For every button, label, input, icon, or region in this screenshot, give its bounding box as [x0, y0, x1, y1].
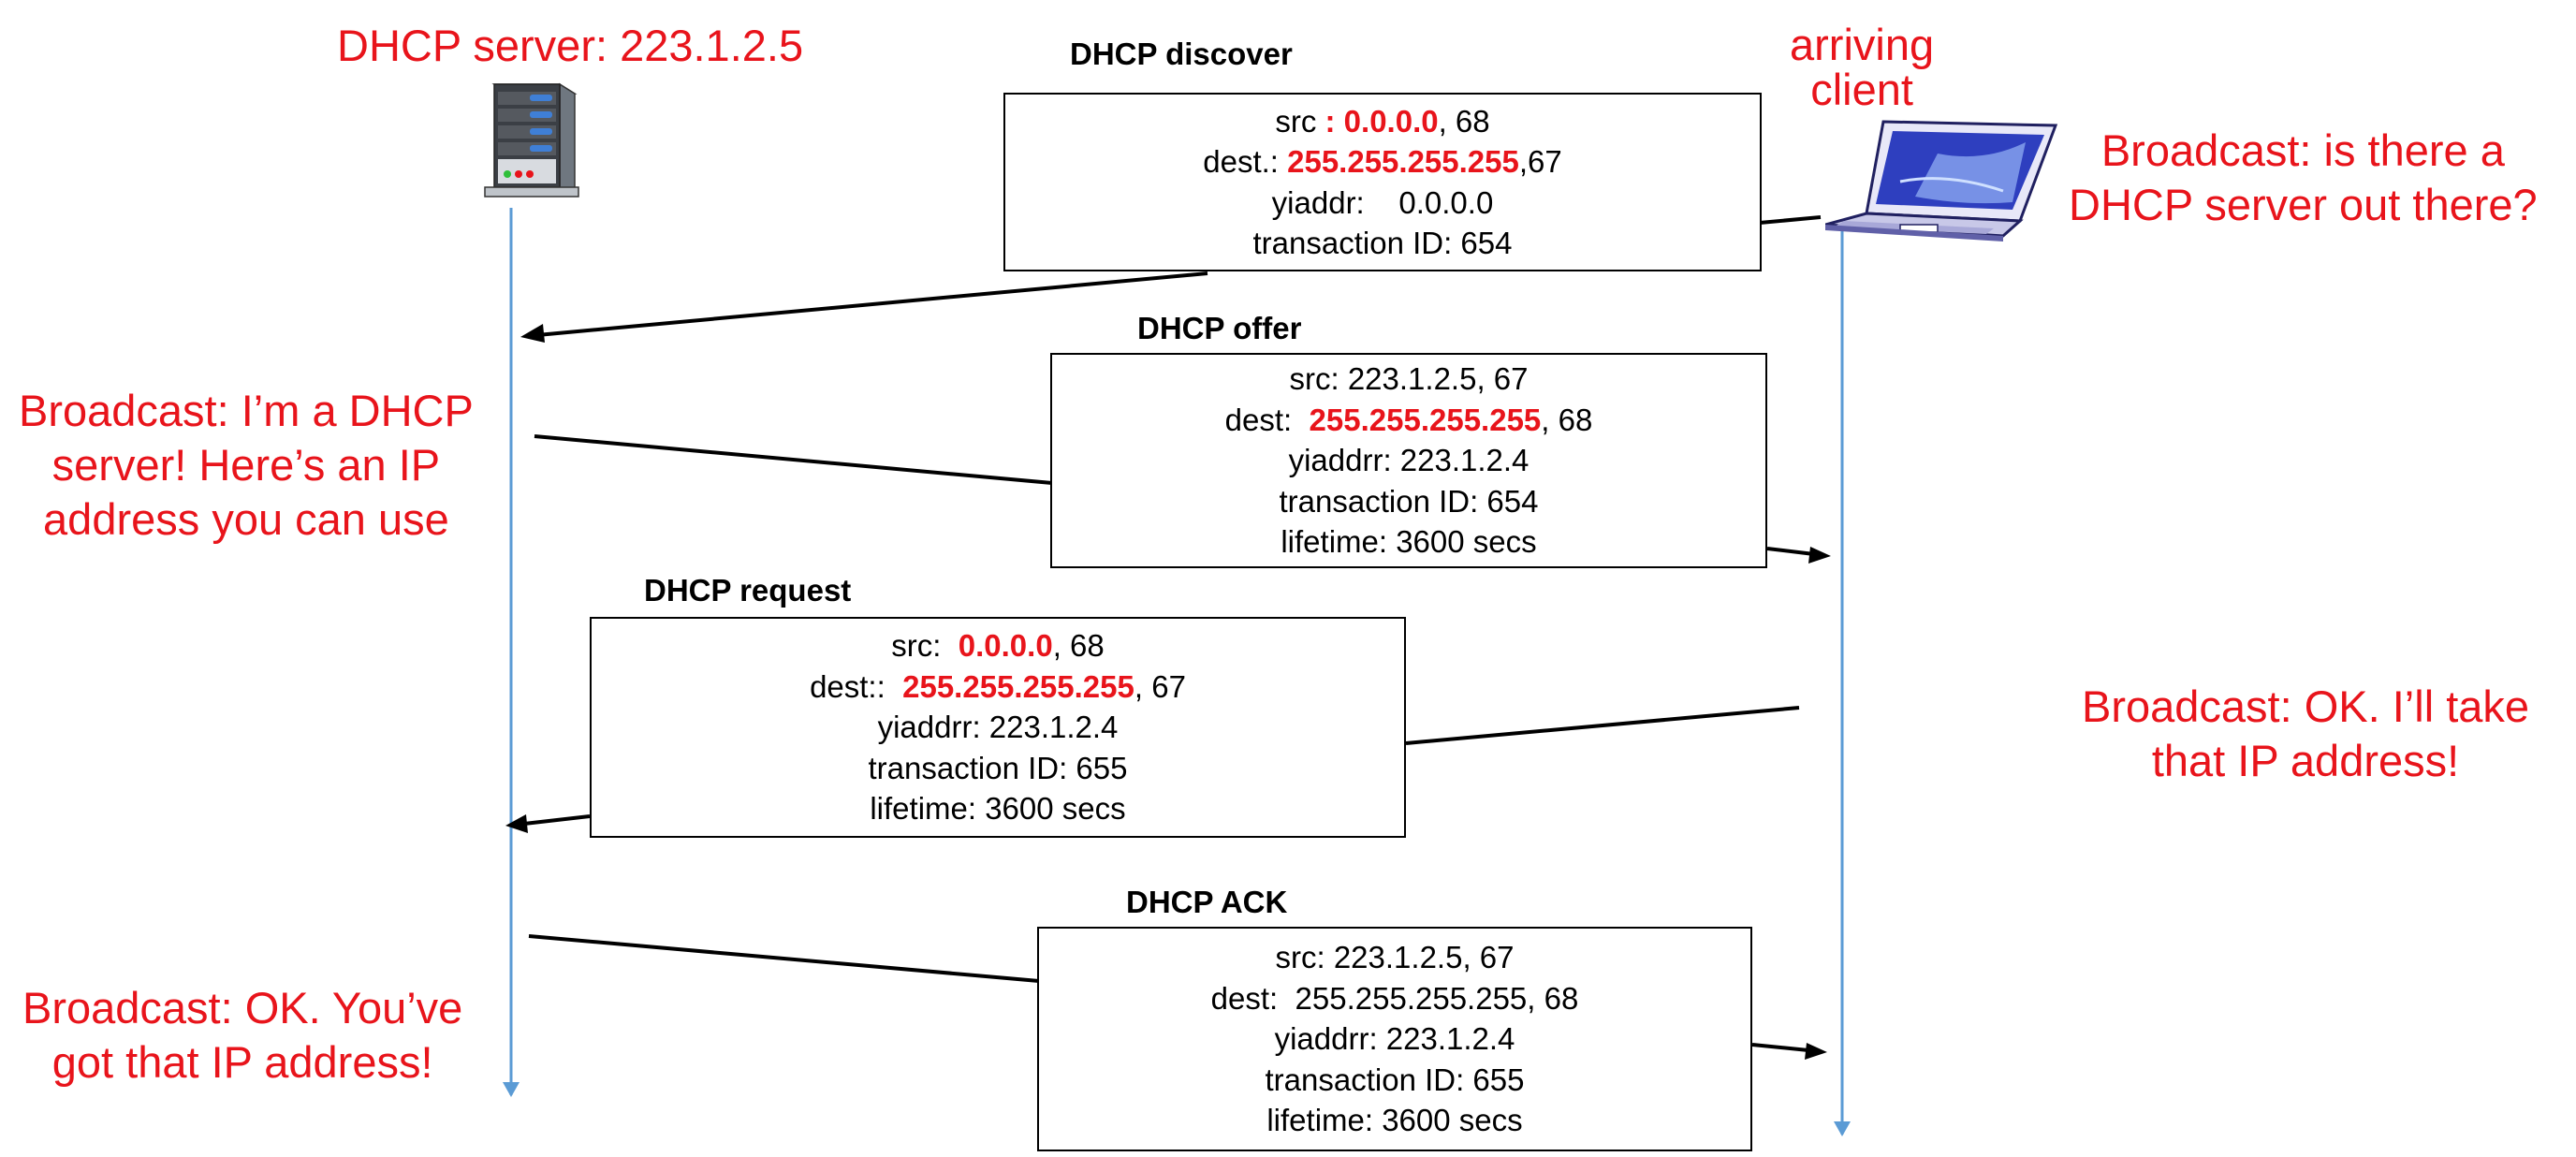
offer-line-client-segment — [1766, 547, 1815, 556]
offer-title: DHCP offer — [1137, 311, 1302, 345]
message-field-line: src : 0.0.0.0, 68 — [1275, 101, 1489, 142]
annotation-line: server! Here’s an IP — [51, 440, 441, 490]
message-field-text: src: 223.1.2.5, 67 — [1275, 940, 1515, 975]
message-field-line: yiaddr: 0.0.0.0 — [1272, 183, 1494, 224]
client-label-line: arriving — [1790, 20, 1935, 69]
message-field-text: lifetime: 3600 secs — [870, 791, 1126, 827]
client-timeline-arrowhead — [1834, 1121, 1851, 1136]
message-field-line: lifetime: 3600 secs — [1281, 521, 1536, 563]
message-field-line: dest.: 255.255.255.255,67 — [1203, 141, 1562, 183]
message-field-line: yiaddrr: 223.1.2.4 — [878, 707, 1119, 748]
message-field-text: src — [1275, 103, 1325, 139]
message-field-text: transaction ID: 654 — [1252, 226, 1513, 260]
message-field-text: dest: 255.255.255.255, 68 — [1210, 980, 1579, 1016]
message-field-text: yiaddrr: 223.1.2.4 — [1274, 1021, 1515, 1057]
broadcast-address-highlight: 255.255.255.255 — [1309, 402, 1542, 437]
message-field-line: dest: 255.255.255.255, 68 — [1211, 978, 1579, 1019]
server-timeline-arrowhead — [503, 1082, 520, 1097]
message-field-text: yiaddrr: 223.1.2.4 — [877, 710, 1119, 745]
broadcast-address-highlight: 255.255.255.255 — [902, 668, 1134, 704]
laptop-icon — [1825, 120, 2058, 242]
discover-line-server-segment — [536, 271, 1208, 337]
message-field-text: yiaddrr: 223.1.2.4 — [1288, 443, 1530, 478]
ack-arrowhead — [1805, 1043, 1827, 1060]
broadcast-address-highlight: : 0.0.0.0 — [1325, 103, 1439, 139]
server-label: DHCP server: 223.1.2.5 — [337, 21, 804, 70]
message-field-text: , 68 — [1438, 103, 1490, 139]
message-field-line: yiaddrr: 223.1.2.4 — [1275, 1018, 1515, 1060]
message-field-text: yiaddr: 0.0.0.0 — [1271, 184, 1494, 220]
message-field-text: src: — [891, 628, 959, 664]
annotation-line: DHCP server out there? — [2069, 180, 2538, 229]
message-field-text: , 67 — [1134, 668, 1186, 704]
message-field-text: transaction ID: 655 — [1265, 1062, 1525, 1097]
ack-line-server-segment — [528, 934, 1040, 983]
message-field-line: dest: 255.255.255.255, 68 — [1225, 400, 1593, 441]
message-field-text: dest: — [1224, 402, 1310, 437]
request-arrowhead — [505, 814, 528, 833]
request-line-client-segment — [1405, 706, 1800, 745]
message-field-line: src: 0.0.0.0, 68 — [891, 625, 1104, 666]
discover-line-client-segment — [1759, 215, 1822, 225]
annotation-line: Broadcast: I’m a DHCP — [19, 386, 474, 435]
message-field-text: , 68 — [1052, 628, 1105, 664]
offer-line-server-segment — [534, 434, 1053, 485]
offer-arrowhead — [1808, 547, 1831, 564]
request-annotation: Broadcast: OK. I’ll take that IP address… — [2082, 680, 2529, 788]
message-field-line: transaction ID: 654 — [1280, 481, 1539, 522]
message-field-line: transaction ID: 655 — [1266, 1060, 1525, 1101]
message-field-line: src: 223.1.2.5, 67 — [1290, 359, 1529, 400]
message-field-line: yiaddrr: 223.1.2.4 — [1289, 440, 1530, 481]
message-field-text: dest:: — [810, 668, 903, 704]
message-field-line: lifetime: 3600 secs — [870, 788, 1125, 829]
message-field-text: , 68 — [1541, 402, 1593, 437]
ack-title: DHCP ACK — [1126, 885, 1288, 919]
client-label-line: client — [1810, 65, 1913, 114]
request-line-server-segment — [523, 814, 591, 826]
message-field-text: src: 223.1.2.5, 67 — [1289, 361, 1529, 397]
message-field-text: dest.: — [1203, 144, 1288, 179]
annotation-line: that IP address! — [2151, 736, 2460, 785]
annotation-line: Broadcast: OK. I’ll take — [2082, 681, 2530, 731]
message-field-text: transaction ID: 654 — [1279, 483, 1539, 519]
message-field-line: src: 223.1.2.5, 67 — [1276, 937, 1515, 978]
discover-arrowhead — [520, 324, 545, 343]
ack-line-client-segment — [1751, 1043, 1809, 1052]
message-field-text: lifetime: 3600 secs — [1266, 1103, 1523, 1138]
broadcast-address-highlight: 0.0.0.0 — [958, 628, 1053, 664]
discover-title: DHCP discover — [1070, 37, 1293, 71]
message-field-line: lifetime: 3600 secs — [1266, 1100, 1522, 1141]
message-field-line: transaction ID: 655 — [869, 748, 1128, 789]
message-field-text: lifetime: 3600 secs — [1281, 524, 1537, 560]
client-label: arriving client — [1790, 22, 1934, 112]
request-title: DHCP request — [644, 573, 852, 608]
message-field-line: transaction ID: 654 — [1253, 223, 1513, 264]
offer-annotation: Broadcast: I’m a DHCP server! Here’s an … — [19, 384, 474, 547]
message-field-line: dest:: 255.255.255.255, 67 — [810, 666, 1186, 708]
discover-annotation: Broadcast: is there a DHCP server out th… — [2069, 124, 2538, 232]
broadcast-address-highlight: 255.255.255.255 — [1287, 144, 1519, 179]
annotation-line: Broadcast: OK. You’ve — [22, 983, 463, 1033]
annotation-line: Broadcast: is there a — [2100, 125, 2505, 175]
ack-annotation: Broadcast: OK. You’ve got that IP addres… — [22, 981, 462, 1090]
message-field-text: transaction ID: 655 — [868, 750, 1128, 785]
server-tower-icon — [484, 82, 579, 198]
message-field-text: ,67 — [1518, 144, 1562, 179]
annotation-line: address you can use — [43, 494, 449, 544]
annotation-line: got that IP address! — [51, 1037, 433, 1087]
ack-message-box: src: 223.1.2.5, 67 dest: 255.255.255.255,… — [1037, 927, 1752, 1151]
